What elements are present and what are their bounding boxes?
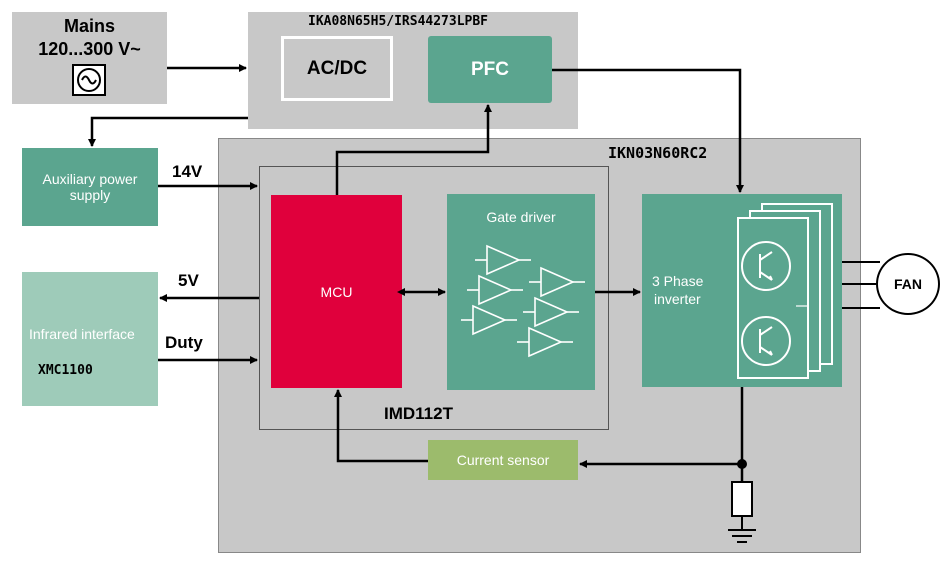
gate-driver-block [447, 194, 595, 390]
aux-label-line1: Auxiliary power [42, 171, 138, 187]
wire-acdc-to-aux [88, 116, 248, 147]
wire-pfc-to-inverter [552, 68, 744, 193]
shunt-resistor [731, 481, 753, 517]
current-sensor-label: Current sensor [456, 452, 550, 468]
gate-driver-label: Gate driver [486, 209, 556, 225]
signal-5v-label: 5V [178, 271, 199, 290]
acdc-label: AC/DC [306, 57, 368, 79]
pfc-block: PFC [428, 36, 552, 103]
xmc-part-label: XMC1100 [38, 363, 93, 378]
power-board-part-label: IKN03N60RC2 [608, 144, 708, 162]
infrared-block [22, 272, 158, 406]
mains-title: Mains [63, 16, 115, 36]
pfc-label: PFC [471, 58, 509, 80]
wire-mcu-to-pfc [335, 104, 492, 195]
igbt-icon [737, 203, 833, 379]
ac-source-icon [72, 64, 106, 96]
top-chip-part-label: IKA08N65H5/IRS44273LPBF [308, 14, 489, 29]
mains-voltage: 120...300 V~ [38, 39, 141, 59]
acdc-block: AC/DC [281, 36, 393, 101]
fan-motor: FAN [876, 253, 940, 315]
fan-phase-wires [842, 261, 880, 309]
aux-power-block: Auxiliary power supply [22, 148, 158, 226]
infrared-label: Infrared interface [29, 326, 135, 342]
imd-part-label: IMD112T [384, 404, 453, 423]
junction-node [737, 459, 747, 469]
gate-driver-buffers-icon [461, 244, 585, 358]
signal-duty-label: Duty [165, 333, 203, 352]
mcu-block: MCU [271, 195, 402, 388]
inverter-label-line2: inverter [654, 291, 701, 307]
signal-14v-label: 14V [172, 162, 203, 181]
wire-sensor-to-mcu [334, 389, 428, 463]
inverter-label-line1: 3 Phase [652, 273, 704, 289]
fan-label: FAN [894, 276, 922, 292]
current-sensor-block: Current sensor [428, 440, 578, 480]
aux-label-line2: supply [69, 187, 111, 203]
imd-box [259, 166, 609, 430]
ground-symbol [728, 516, 756, 543]
mcu-label: MCU [320, 283, 353, 300]
